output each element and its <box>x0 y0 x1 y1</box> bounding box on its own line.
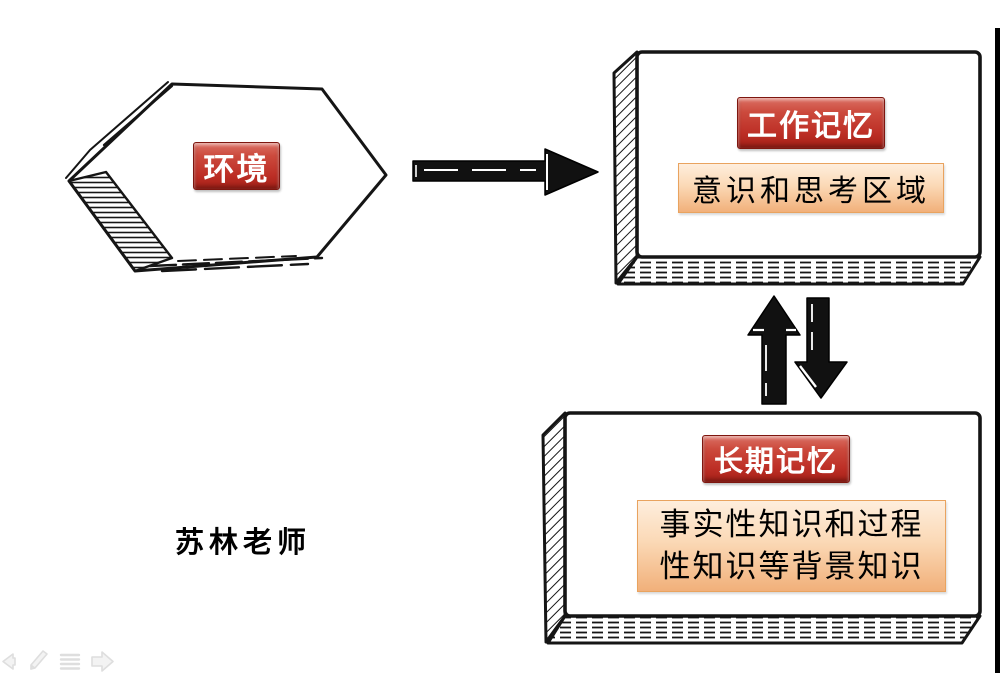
menu-icon[interactable] <box>59 653 81 670</box>
arrow-down-icon <box>794 297 848 399</box>
working-memory-area-label: 意识和思考区域 <box>678 163 944 213</box>
pen-icon[interactable] <box>30 650 48 670</box>
author-caption: 苏林老师 <box>175 527 312 559</box>
slideshow-toolbar <box>2 650 114 672</box>
arrow-up-icon <box>747 295 801 405</box>
environment-label: 环境 <box>193 142 280 190</box>
long-term-memory-area-line1: 事实性知识和过程 <box>659 507 924 542</box>
long-term-memory-area-line2: 性知识等背景知识 <box>659 549 924 584</box>
next-slide-icon[interactable] <box>91 651 114 672</box>
arrow-right-icon <box>412 148 599 196</box>
prev-slide-icon[interactable] <box>2 653 16 670</box>
long-term-memory-area-label: 事实性知识和过程 性知识等背景知识 <box>637 500 946 592</box>
long-term-memory-title: 长期记忆 <box>702 435 850 483</box>
working-memory-title: 工作记忆 <box>737 97 885 149</box>
slide-edge-bar <box>995 28 1000 673</box>
